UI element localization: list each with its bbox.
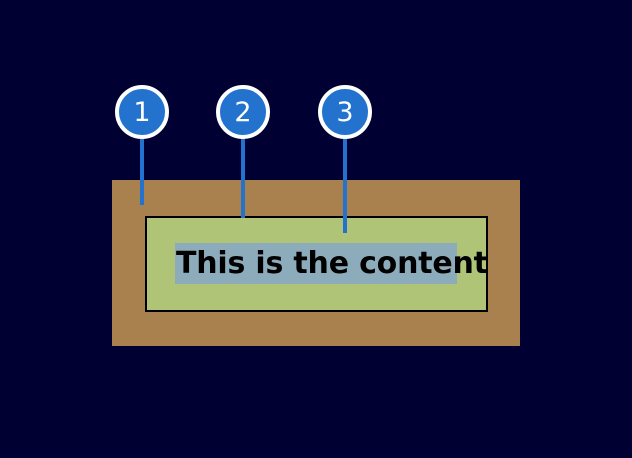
leader-line-2 <box>241 139 245 218</box>
callout-number-2: 2 <box>234 96 252 128</box>
callout-badge-1[interactable]: 1 <box>115 85 169 139</box>
callout-number-3: 3 <box>336 96 354 128</box>
content-band: This is the content <box>175 243 488 284</box>
callout-number-1: 1 <box>133 96 151 128</box>
callout-badge-3[interactable]: 3 <box>318 85 372 139</box>
leader-line-3 <box>343 139 347 233</box>
content-text: This is the content <box>176 245 488 281</box>
leader-line-1 <box>140 139 144 205</box>
callout-badge-2[interactable]: 2 <box>216 85 270 139</box>
